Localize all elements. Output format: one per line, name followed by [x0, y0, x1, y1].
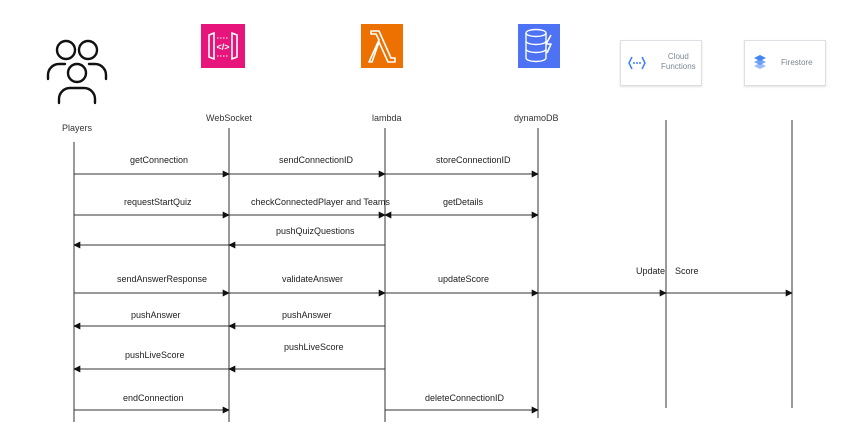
msg-label-endConnection: endConnection: [123, 393, 184, 403]
firestore-icon: [754, 55, 766, 69]
msg-label-update: Update: [636, 266, 666, 276]
api-gateway-websocket-icon: </>: [201, 24, 245, 68]
msg-label-checkConnectedPlayer: checkConnectedPlayer and Teams: [251, 197, 390, 207]
participant-label-players: Players: [62, 123, 93, 133]
players-group-icon: [46, 39, 108, 105]
msg-label-pushQuizQuestions: pushQuizQuestions: [276, 226, 355, 236]
msg-label-requestStartQuiz: requestStartQuiz: [124, 197, 192, 207]
msg-label-storeConnectionID: storeConnectionID: [436, 155, 511, 165]
aws-dynamodb-icon: [518, 24, 560, 68]
firestore-label: Firestore: [781, 58, 813, 67]
cloud-functions-card: Cloud Functions: [620, 40, 702, 86]
msg-label-validateAnswer: validateAnswer: [282, 274, 344, 284]
msg-label-deleteConnectionID: deleteConnectionID: [425, 393, 505, 403]
svg-text:</>: </>: [216, 42, 229, 52]
msg-label-updateScore: updateScore: [438, 274, 490, 284]
msg-label-score: Score: [675, 266, 699, 276]
msg-label-getConnection: getConnection: [130, 155, 189, 165]
msg-label-sendConnectionID: sendConnectionID: [279, 155, 354, 165]
cloud-functions-label: Cloud Functions: [661, 52, 696, 71]
cloud-functions-icon: [628, 56, 646, 70]
firestore-card: Firestore: [744, 40, 826, 86]
msg-label-pushAnswer-lambda: pushAnswer: [282, 310, 332, 320]
participant-label-dynamodb: dynamoDB: [514, 113, 559, 123]
msg-label-pushLiveScore-ws: pushLiveScore: [125, 350, 185, 360]
message-arrows: [73, 170, 793, 414]
msg-label-sendAnswerResponse: sendAnswerResponse: [117, 274, 208, 284]
msg-label-getDetails: getDetails: [443, 197, 484, 207]
participant-label-lambda: lambda: [372, 113, 402, 123]
aws-lambda-icon: [361, 24, 403, 68]
participant-label-websocket: WebSocket: [206, 113, 252, 123]
msg-label-pushLiveScore-lambda: pushLiveScore: [284, 342, 344, 352]
msg-label-pushAnswer-ws: pushAnswer: [131, 310, 181, 320]
